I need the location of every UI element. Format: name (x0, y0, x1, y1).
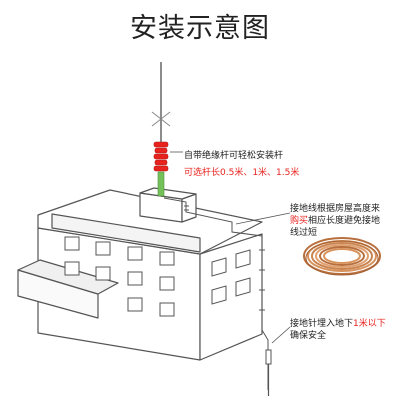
rod-label: 自带绝缘杆可轻松安装杆 可选杆长0.5米、1米、1.5米 (184, 150, 299, 179)
wire-clips (184, 205, 265, 311)
wire-label-line3: 线过短 (290, 228, 318, 238)
rod-label-line1: 自带绝缘杆可轻松安装杆 (184, 151, 284, 161)
ground-label-line1: 接地针埋入地下1米以下 (290, 318, 386, 330)
rooftop-box-top (139, 187, 197, 200)
building-upper-front (51, 213, 201, 253)
windows (64, 236, 251, 317)
insulated-pole (157, 171, 165, 197)
ground-label: 接地针埋入地下1米以下 确保安全 (290, 318, 386, 342)
rod-label-line2: 可选杆长0.5米、1米、1.5米 (184, 168, 300, 178)
ground-label-line2: 确保安全 (290, 331, 327, 341)
building-side-face (199, 233, 263, 361)
page-title: 安装示意图 (130, 13, 270, 44)
building-wing-top (17, 259, 119, 295)
wire-label-line2-rest: 相应长度避免接地 (308, 216, 381, 226)
ground-label-depth: 1米以下 (353, 319, 386, 329)
building-roof (37, 189, 263, 255)
wire-label-line2: 购买相应长度避免接地 (290, 215, 380, 227)
wire-label-buy: 购买 (290, 216, 309, 226)
ground-spike (265, 349, 272, 396)
wire-label-line1: 接地线根据房屋高度来 (290, 204, 381, 214)
copper-coil-icon (303, 237, 381, 276)
wire-label: 接地线根据房屋高度来 购买相应长度避免接地 线过短 (290, 203, 380, 239)
lightning-rod (151, 62, 171, 197)
building (17, 187, 263, 361)
ground-label-pre: 接地针埋入地下 (290, 319, 354, 329)
leader-lines (170, 151, 291, 344)
insulator (153, 141, 169, 172)
